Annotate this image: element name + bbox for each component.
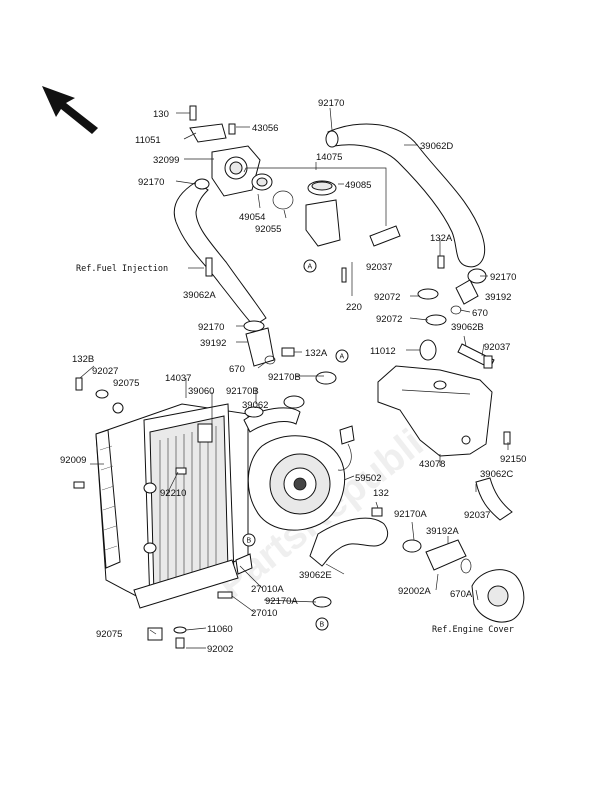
part-label: 220 [346,302,362,313]
clamps-92072 [417,288,447,326]
marker-a-2: A [335,349,349,363]
part-label: 92170 [198,322,224,333]
radiator [95,403,249,609]
part-label: 92002A [398,586,431,597]
ref-fuel-injection: Ref.Fuel Injection [76,264,168,274]
svg-text:A: A [308,264,313,271]
part-label: 39062E [299,570,332,581]
part-label: 92150 [500,454,526,465]
part-label: 39060 [188,386,214,397]
cooling-fan-59502 [247,425,355,531]
part-label: 92037 [464,510,490,521]
part-label: 11060 [207,624,233,635]
thermostat [251,173,294,210]
part-label: 92037 [366,262,392,273]
ref-engine-cover: Ref.Engine Cover [432,625,514,635]
part-label: 92072 [376,314,402,325]
front-direction-arrow-icon [42,86,98,134]
hose-39062A [173,178,267,327]
part-label: 132B [72,354,94,365]
hose-39062B [457,343,495,369]
part-label: 92170 [490,272,516,283]
part-label: 132A [305,348,328,359]
part-label: 132A [430,233,453,244]
part-label: 14075 [316,152,342,163]
marker-b-1: B [242,533,256,547]
svg-text:A: A [340,354,345,361]
filler-neck [305,180,341,247]
part-label: 670A [450,589,473,600]
part-label: 39062B [451,322,484,333]
part-label: 39192A [426,526,459,537]
part-label: 92055 [255,224,281,235]
part-label: 39192 [485,292,511,303]
part-label: 49054 [239,212,265,223]
part-label: 49085 [345,180,371,191]
part-label: 14037 [165,373,191,384]
part-label: 39062C [480,469,513,480]
part-label: 39192 [200,338,226,349]
part-label: 92002 [207,644,233,655]
radiator-hose-39062 [243,371,337,433]
part-label: 39062D [420,141,453,152]
hose-39062D [325,123,486,268]
part-label: 92170 [138,177,164,188]
pipe-92037 [341,225,401,283]
part-label: 43078 [419,459,445,470]
svg-text:B: B [320,622,325,629]
part-label: 92170A [394,509,427,520]
part-label: 92170B [268,372,301,383]
part-label: 27010 [251,608,277,619]
part-label: 59502 [355,473,381,484]
part-label: 92075 [113,378,139,389]
thermostat-housing [189,105,261,197]
part-label: 92009 [60,455,86,466]
marker-b-2: B [315,617,329,631]
part-label: 92170A [265,596,298,607]
part-label: 27010A [251,584,284,595]
part-label: 32099 [153,155,179,166]
pipe-39192A [402,539,472,574]
part-label: 670 [229,364,245,375]
part-label: 11051 [135,135,161,146]
hose-39062E [309,507,389,567]
hose-39062C [475,431,513,521]
part-label: 130 [153,109,169,120]
small-bolts [73,257,213,489]
part-label: 11012 [370,346,396,357]
fitting-39192 [437,255,487,315]
water-pump-cover [471,569,525,623]
part-label: 92075 [96,629,122,640]
part-label: 92027 [92,366,118,377]
part-label: 92072 [374,292,400,303]
marker-a-1: A [303,259,317,273]
part-label: 92170 [318,98,344,109]
part-label: 39062A [183,290,216,301]
part-label: 132 [373,488,389,499]
part-label: 39062 [242,400,268,411]
part-label: 43056 [252,123,278,134]
fitting-39192-lower [243,320,295,367]
part-label: 92037 [484,342,510,353]
part-label: 92210 [160,488,186,499]
svg-text:B: B [247,538,252,545]
part-label: 670 [472,308,488,319]
leader-lines [79,107,509,649]
part-label: 92170B [226,386,259,397]
